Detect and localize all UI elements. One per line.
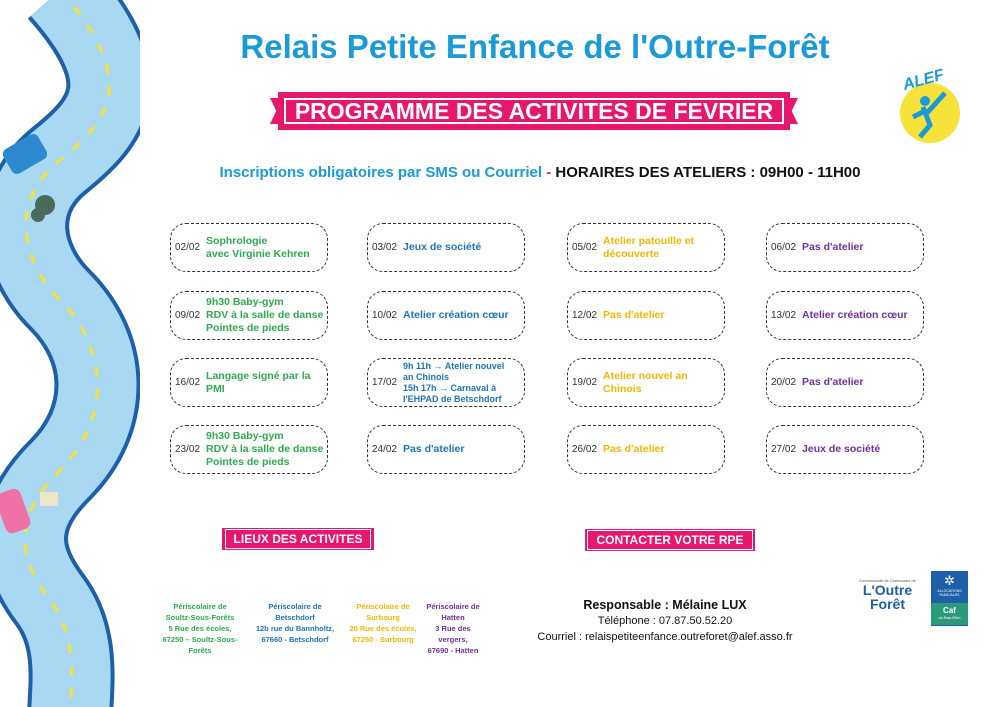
- day-box: 16/02 Langage signé par la PMI: [170, 358, 328, 407]
- house-icon: [40, 492, 58, 506]
- pink-car-icon: [0, 488, 31, 534]
- lieux-label: LIEUX DES ACTIVITES: [222, 528, 374, 550]
- day-activity: Atelier nouvel an Chinois: [603, 369, 688, 395]
- lieux-label-text: LIEUX DES ACTIVITES: [224, 529, 372, 549]
- day-activity: Langage signé par la PMI: [206, 369, 311, 395]
- blue-car-icon: [2, 134, 48, 174]
- alef-logo: ALEF: [885, 65, 975, 145]
- day-date: 27/02: [771, 444, 797, 455]
- page-title: Relais Petite Enfance de l'Outre-Forêt: [240, 28, 830, 65]
- day-box: 03/02 Jeux de société: [367, 223, 525, 272]
- day-activity: Atelier création cœur: [802, 309, 908, 321]
- day-activity: 9h30 Baby-gym RDV à la salle de danse Po…: [206, 430, 324, 468]
- outre-foret-logo: Communauté de Communes de L'Outre Forêt: [850, 578, 925, 611]
- day-box: 26/02 Pas d'atelier: [567, 425, 725, 474]
- day-date: 23/02: [175, 444, 201, 455]
- day-activity: Pas d'atelier: [802, 376, 864, 388]
- tree-icon: [31, 195, 55, 222]
- day-date: 20/02: [771, 377, 797, 388]
- day-activity: Pas d'atelier: [603, 309, 665, 321]
- caf-region: du Bas-Rhin: [938, 615, 961, 620]
- day-activity: Pas d'atelier: [403, 443, 465, 455]
- day-box: 17/02 9h 11h → Atelier nouvel an Chinois …: [367, 358, 525, 407]
- banner-text: PROGRAMME DES ACTIVITES DE FEVRIER: [284, 98, 784, 124]
- caf-family-icon: ✲: [944, 573, 955, 588]
- day-box: 13/02 Atelier création cœur: [766, 291, 924, 340]
- day-date: 16/02: [175, 377, 201, 388]
- subtitle-hours: HORAIRES DES ATELIERS : 09H00 - 11H00: [555, 164, 861, 181]
- contact-block: Responsable : Mélaine LUX Téléphone : 07…: [505, 597, 825, 645]
- day-activity: Jeux de société: [403, 241, 482, 253]
- day-activity: Pas d'atelier: [802, 241, 864, 253]
- caf-sub: ALLOCATIONS FAMILIALES: [937, 589, 962, 597]
- responsable: Responsable : Mélaine LUX: [583, 598, 747, 612]
- location-address: Périscolaire de Betschdorf 12b rue du Ba…: [255, 602, 335, 644]
- day-box: 06/02 Pas d'atelier: [766, 223, 924, 272]
- day-activity: Sophrologie avec Virginie Kehren: [206, 234, 310, 260]
- day-date: 05/02: [572, 242, 598, 253]
- subtitle-registration: Inscriptions obligatoires par SMS ou Cou…: [219, 164, 543, 181]
- day-date: 19/02: [572, 377, 598, 388]
- day-date: 02/02: [175, 242, 201, 253]
- day-activity: Jeux de société: [802, 443, 881, 455]
- day-activity: Atelier patouille et découverte: [603, 234, 695, 260]
- day-activity: 9h30 Baby-gym RDV à la salle de danse Po…: [206, 296, 324, 334]
- day-box: 05/02 Atelier patouille et découverte: [567, 223, 725, 272]
- day-date: 03/02: [372, 242, 398, 253]
- day-activity: Atelier création cœur: [403, 309, 509, 321]
- courriel[interactable]: Courriel : relaispetiteenfance.outrefore…: [537, 631, 793, 643]
- day-date: 06/02: [771, 242, 797, 253]
- day-date: 09/02: [175, 310, 201, 321]
- outre-foret-name: L'Outre Forêt: [862, 582, 913, 612]
- day-date: 17/02: [372, 377, 398, 388]
- day-box: 27/02 Jeux de société: [766, 425, 924, 474]
- day-box: 10/02 Atelier création cœur: [367, 291, 525, 340]
- programme-banner: PROGRAMME DES ACTIVITES DE FEVRIER: [270, 90, 798, 132]
- day-box: 12/02 Pas d'atelier: [567, 291, 725, 340]
- day-box: 02/02 Sophrologie avec Virginie Kehren: [170, 223, 328, 272]
- day-date: 10/02: [372, 310, 398, 321]
- caf-name: Caf: [943, 606, 956, 615]
- day-activity: Pas d'atelier: [603, 443, 665, 455]
- telephone[interactable]: Téléphone : 07.87.50.52.20: [597, 615, 733, 627]
- day-box: 23/02 9h30 Baby-gym RDV à la salle de dan…: [170, 425, 328, 474]
- day-date: 24/02: [372, 444, 398, 455]
- subtitle: Inscriptions obligatoires par SMS ou Cou…: [140, 164, 940, 181]
- day-box: 24/02 Pas d'atelier: [367, 425, 525, 474]
- location-address: Périscolaire de Soultz-Sous-Forêts 5 Rue…: [162, 602, 238, 655]
- contact-label: CONTACTER VOTRE RPE: [585, 529, 755, 551]
- day-box: 09/02 9h30 Baby-gym RDV à la salle de dan…: [170, 291, 328, 340]
- day-date: 13/02: [771, 310, 797, 321]
- subtitle-separator: -: [542, 164, 556, 181]
- road-illustration: [0, 0, 140, 707]
- outre-foret-top: Communauté de Communes de: [859, 578, 916, 583]
- day-box: 19/02 Atelier nouvel an Chinois: [567, 358, 725, 407]
- location-address: Périscolaire de Surbourg 20 Rue des écol…: [349, 602, 417, 644]
- contact-label-text: CONTACTER VOTRE RPE: [587, 530, 753, 550]
- location-address: Périscolaire de Hatten 3 Rue des vergers…: [426, 602, 480, 655]
- day-date: 12/02: [572, 310, 598, 321]
- day-box: 20/02 Pas d'atelier: [766, 358, 924, 407]
- day-date: 26/02: [572, 444, 598, 455]
- day-activity: 9h 11h → Atelier nouvel an Chinois 15h 1…: [403, 360, 505, 404]
